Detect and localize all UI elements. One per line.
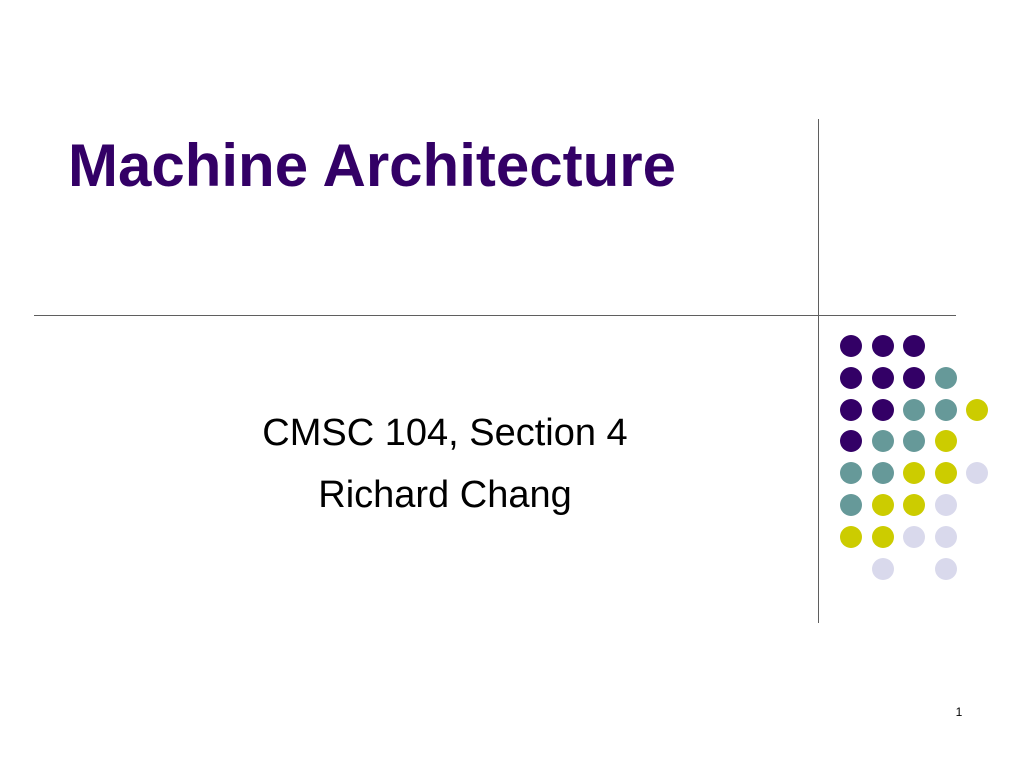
dot-teal <box>934 366 957 389</box>
slide-subtitle: CMSC 104, Section 4 Richard Chang <box>150 402 740 526</box>
dot-purple <box>840 430 862 453</box>
dot-teal <box>903 398 925 421</box>
dot-purple <box>871 398 894 421</box>
dot-purple <box>903 335 925 357</box>
course-line: CMSC 104, Section 4 <box>262 412 628 454</box>
dot-teal <box>871 462 894 485</box>
dot-lavender <box>934 494 957 516</box>
dot-purple <box>871 335 894 357</box>
dot-purple <box>840 366 862 389</box>
dot-olive <box>871 494 894 516</box>
slide-title: Machine Architecture <box>68 132 676 199</box>
dot-teal <box>840 494 862 516</box>
dot-olive <box>903 494 925 516</box>
dot-olive <box>934 462 957 485</box>
dot-olive <box>934 430 957 453</box>
dot-teal <box>871 430 894 453</box>
dot-teal <box>840 462 862 485</box>
dot-purple <box>903 366 925 389</box>
dot-teal <box>934 398 957 421</box>
dot-purple <box>840 335 862 357</box>
vertical-divider <box>818 119 819 623</box>
horizontal-divider <box>34 315 956 316</box>
dot-purple <box>840 398 862 421</box>
author-line: Richard Chang <box>318 474 572 516</box>
page-number: 1 <box>955 705 963 719</box>
dot-lavender <box>966 462 988 485</box>
dot-teal <box>903 430 925 453</box>
dot-purple <box>871 366 894 389</box>
dot-olive <box>871 525 894 548</box>
dot-lavender <box>934 525 957 548</box>
dot-olive <box>903 462 925 485</box>
dot-lavender <box>871 557 894 580</box>
dot-olive <box>966 398 988 421</box>
dot-olive <box>840 525 862 548</box>
dot-lavender <box>903 525 925 548</box>
dot-lavender <box>934 557 957 580</box>
